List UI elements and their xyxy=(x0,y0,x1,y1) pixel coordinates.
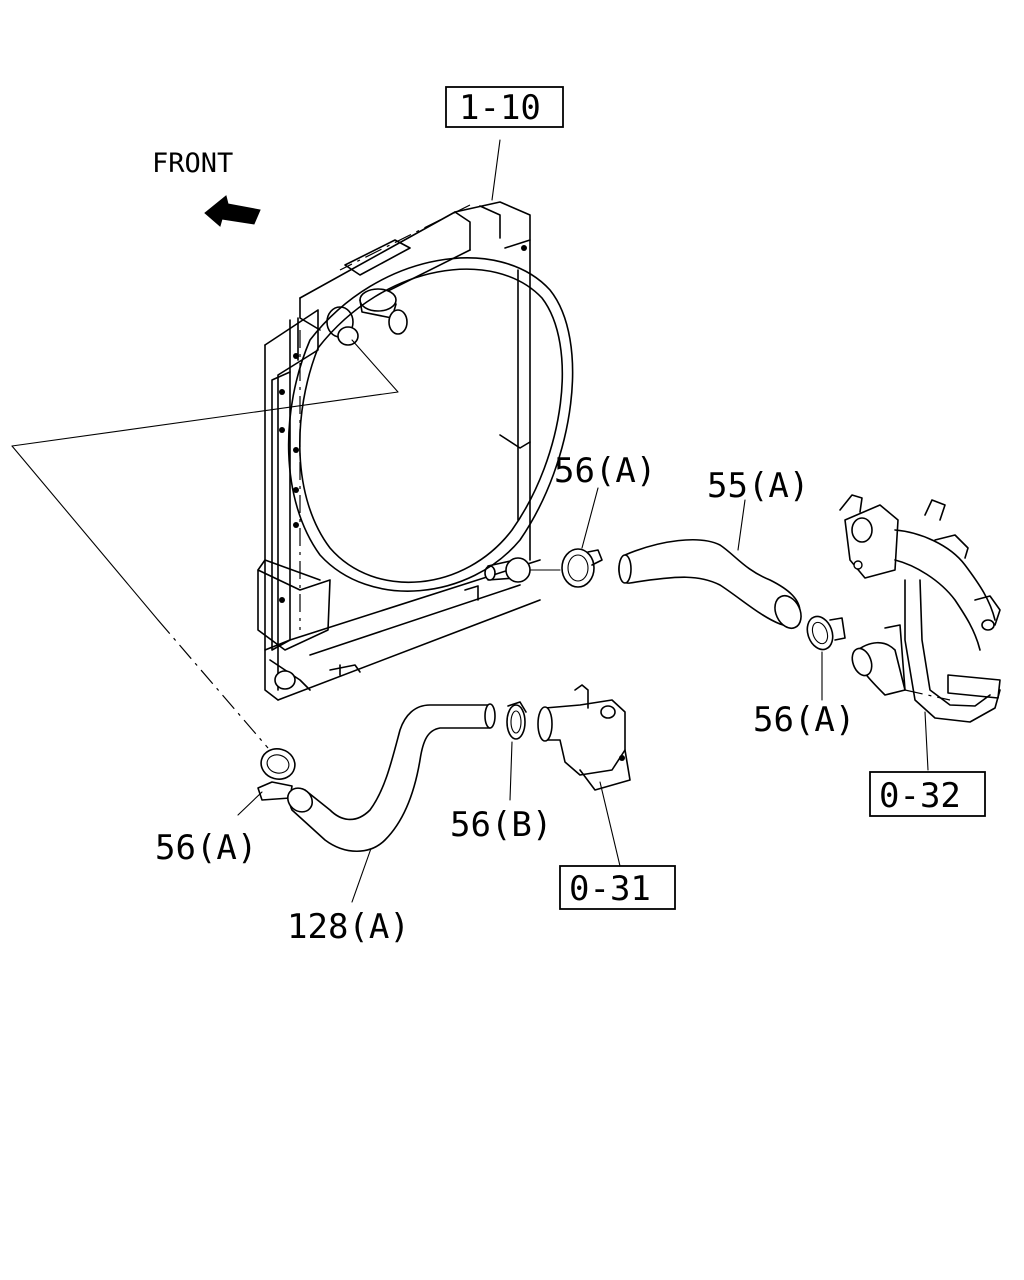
callout-clamp-upper[interactable]: 56(A) xyxy=(554,451,656,491)
group-ref-0-32[interactable]: 0-32 xyxy=(869,771,986,817)
callout-clamp-upper-right[interactable]: 56(A) xyxy=(753,700,855,740)
water-outlet-pipe xyxy=(839,494,1001,723)
arrow-left-icon xyxy=(204,195,261,227)
radiator-assembly xyxy=(257,201,574,701)
leader-lines xyxy=(11,139,929,903)
callout-hose-upper[interactable]: 55(A) xyxy=(707,466,809,506)
callout-clamp-lower-b[interactable]: 56(B) xyxy=(450,805,552,845)
group-ref-label: 0-32 xyxy=(879,776,961,816)
group-ref-label: 0-31 xyxy=(569,869,651,909)
hose-clamp-upper xyxy=(561,548,603,588)
radiator-hose-lower xyxy=(286,703,496,852)
hose-clamp-upper-right xyxy=(806,615,846,651)
hose-clamp-lower-b xyxy=(506,701,527,740)
group-ref-1-10[interactable]: 1-10 xyxy=(445,86,564,128)
front-label: FRONT xyxy=(152,148,233,179)
group-ref-0-31[interactable]: 0-31 xyxy=(559,865,676,910)
group-ref-label: 1-10 xyxy=(459,88,541,128)
callout-clamp-lower-left[interactable]: 56(A) xyxy=(155,828,257,868)
callout-hose-lower[interactable]: 128(A) xyxy=(287,907,410,947)
radiator-hose-upper xyxy=(618,539,802,630)
thermostat-housing xyxy=(537,684,631,791)
hose-clamp-lower-left xyxy=(257,748,296,801)
